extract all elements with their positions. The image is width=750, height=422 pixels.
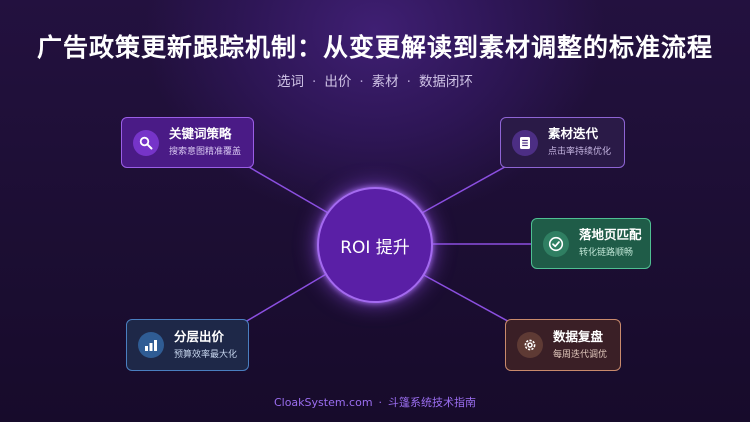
roi-hub: ROI 提升: [317, 187, 433, 303]
card-desc: 搜索意图精准覆盖: [169, 147, 242, 157]
card-title: 素材迭代: [548, 126, 599, 141]
subtitle-item: 出价: [324, 74, 352, 90]
card-keyword-strategy: 关键词策略 搜索意图精准覆盖: [121, 117, 254, 168]
subtitle-separator: ·: [359, 74, 364, 90]
subtitle: 选词 · 出价 · 素材 · 数据闭环: [0, 70, 750, 90]
document-icon: [512, 129, 538, 156]
connector-keywords: [241, 162, 331, 215]
footer-site: CloakSystem.com: [273, 396, 373, 409]
card-title: 分层出价: [174, 328, 225, 344]
card-desc: 转化链路顺畅: [579, 248, 634, 258]
bar-chart-icon: [138, 332, 164, 358]
subtitle-separator: ·: [312, 74, 317, 90]
connector-creative: [419, 162, 513, 215]
subtitle-item: 数据闭环: [418, 74, 473, 90]
subtitle-item: 素材: [371, 74, 399, 90]
card-title: 关键词策略: [169, 126, 232, 141]
subtitle-item: 选词: [277, 74, 305, 90]
card-desc: 每周迭代调优: [553, 349, 608, 360]
footer: CloakSystem.com · 斗篷系统技术指南: [0, 394, 750, 410]
subtitle-separator: ·: [406, 74, 411, 90]
connector-bidding: [239, 272, 329, 326]
card-title: 数据复盘: [553, 328, 604, 344]
card-tiered-bidding: 分层出价 预算效率最大化: [126, 319, 249, 371]
card-desc: 预算效率最大化: [174, 349, 238, 360]
footer-text: 斗篷系统技术指南: [388, 396, 477, 409]
card-title: 落地页匹配: [579, 227, 642, 242]
search-icon: [133, 129, 159, 156]
card-data-review: 数据复盘 每周迭代调优: [505, 319, 621, 371]
check-circle-icon: [543, 230, 569, 257]
footer-separator: ·: [378, 396, 383, 409]
card-landing-page-match: 落地页匹配 转化链路顺畅: [531, 218, 651, 269]
hub-label: ROI 提升: [340, 237, 410, 258]
card-desc: 点击率持续优化: [548, 147, 612, 157]
gear-icon: [517, 332, 543, 358]
connector-review: [419, 272, 516, 326]
card-creative-iteration: 素材迭代 点击率持续优化: [500, 117, 625, 168]
page-title: 广告政策更新跟踪机制：从变更解读到素材调整的标准流程: [36, 33, 713, 62]
